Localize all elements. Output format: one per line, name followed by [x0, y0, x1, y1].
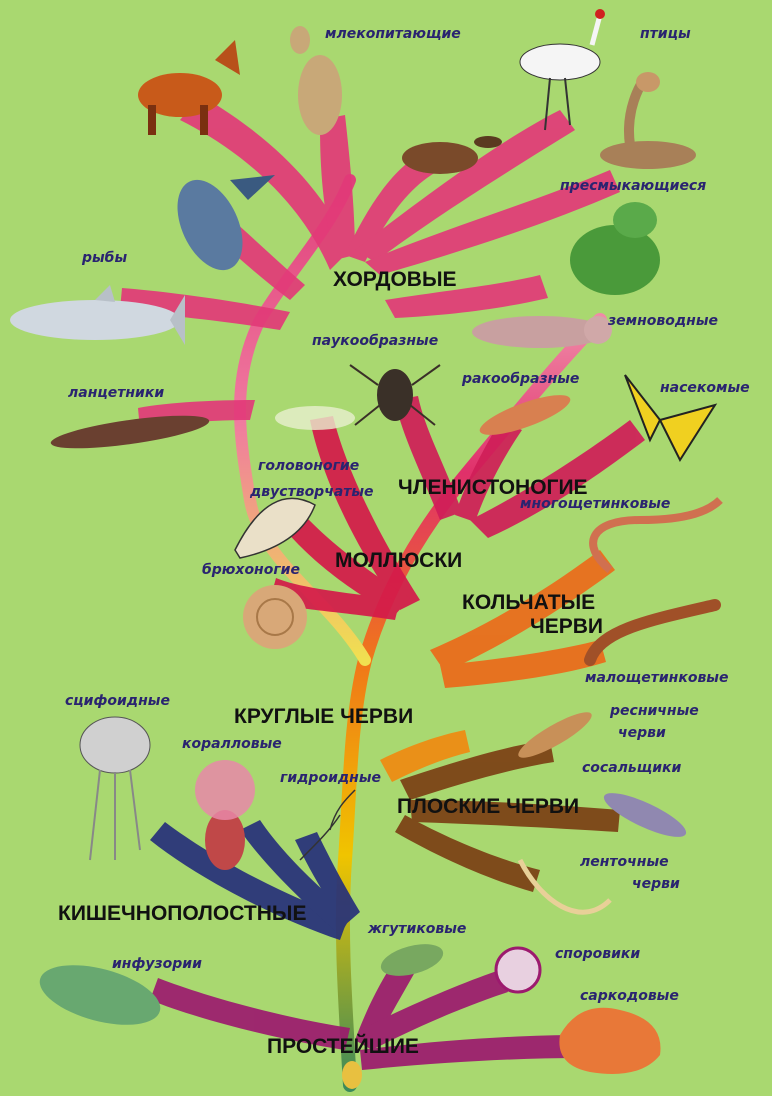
trunk-base-icon [342, 1061, 362, 1089]
label-polychaetes: многощетинковые [520, 496, 670, 512]
earthworm-icon [590, 605, 715, 660]
label-tapeworms-line1: ленточные [580, 854, 669, 870]
label-sporozoa: споровики [555, 946, 640, 962]
label-birds: птицы [640, 26, 691, 42]
lancelet-icon [49, 409, 211, 455]
label-cephalopods: головоногие [258, 458, 359, 474]
group-label-chordates: ХОРДОВЫЕ [333, 268, 457, 291]
cobra-icon [600, 72, 696, 169]
label-oligochaetes: малощетинковые [585, 670, 728, 686]
label-tapeworms-line2: черви [632, 876, 680, 892]
label-sarcodina: саркодовые [580, 988, 679, 1004]
frog-icon [570, 202, 660, 295]
label-infusoria: инфузории [112, 956, 202, 972]
label-crustaceans: ракообразные [461, 371, 579, 387]
label-flagellates: жгутиковые [367, 921, 466, 937]
label-bivalves: двустворчатые [249, 484, 374, 500]
label-reptiles: пресмыкающиеся [560, 178, 706, 194]
label-flukes: сосальщики [582, 760, 682, 776]
group-label-coelenterates: КИШЕЧНОПОЛОСТНЫЕ [58, 902, 306, 925]
crane-icon [520, 9, 605, 130]
spider-icon [350, 365, 440, 425]
jellyfish-icon [80, 717, 150, 860]
label-gastropods: брюхоногие [202, 562, 300, 578]
flatworm-icon [514, 705, 597, 764]
label-hydroids: гидроидные [280, 770, 381, 786]
group-label-annelids-line2: ЧЕРВИ [530, 615, 603, 638]
label-fish: рыбы [81, 250, 127, 266]
label-scyphozoa: сцифоидные [65, 693, 170, 709]
squid-icon [275, 406, 355, 430]
amoeba-icon [559, 1008, 660, 1074]
label-ciliated-worms-line1: ресничные [609, 703, 699, 719]
group-label-protozoa: ПРОСТЕЙШИЕ [267, 1034, 419, 1058]
snail-icon [243, 585, 307, 649]
label-ciliated-worms-line2: черви [618, 725, 666, 741]
label-lancelets: ланцетники [68, 385, 164, 401]
axolotl-icon [472, 316, 612, 348]
label-amphibians: земноводные [607, 313, 718, 329]
label-arachnids: паукообразные [312, 333, 438, 349]
group-label-annelids-line1: КОЛЬЧАТЫЕ [462, 591, 595, 614]
kangaroo-icon [290, 26, 342, 135]
label-corals: коралловые [182, 736, 282, 752]
group-label-roundworms: КРУГЛЫЕ ЧЕРВИ [234, 705, 413, 728]
label-mammals: млекопитающие [325, 26, 461, 42]
label-insects: насекомые [660, 380, 750, 396]
group-label-flatworms: ПЛОСКИЕ ЧЕРВИ [397, 795, 579, 818]
group-label-mollusks: МОЛЛЮСКИ [335, 549, 462, 572]
sporozoan-icon [496, 948, 540, 992]
